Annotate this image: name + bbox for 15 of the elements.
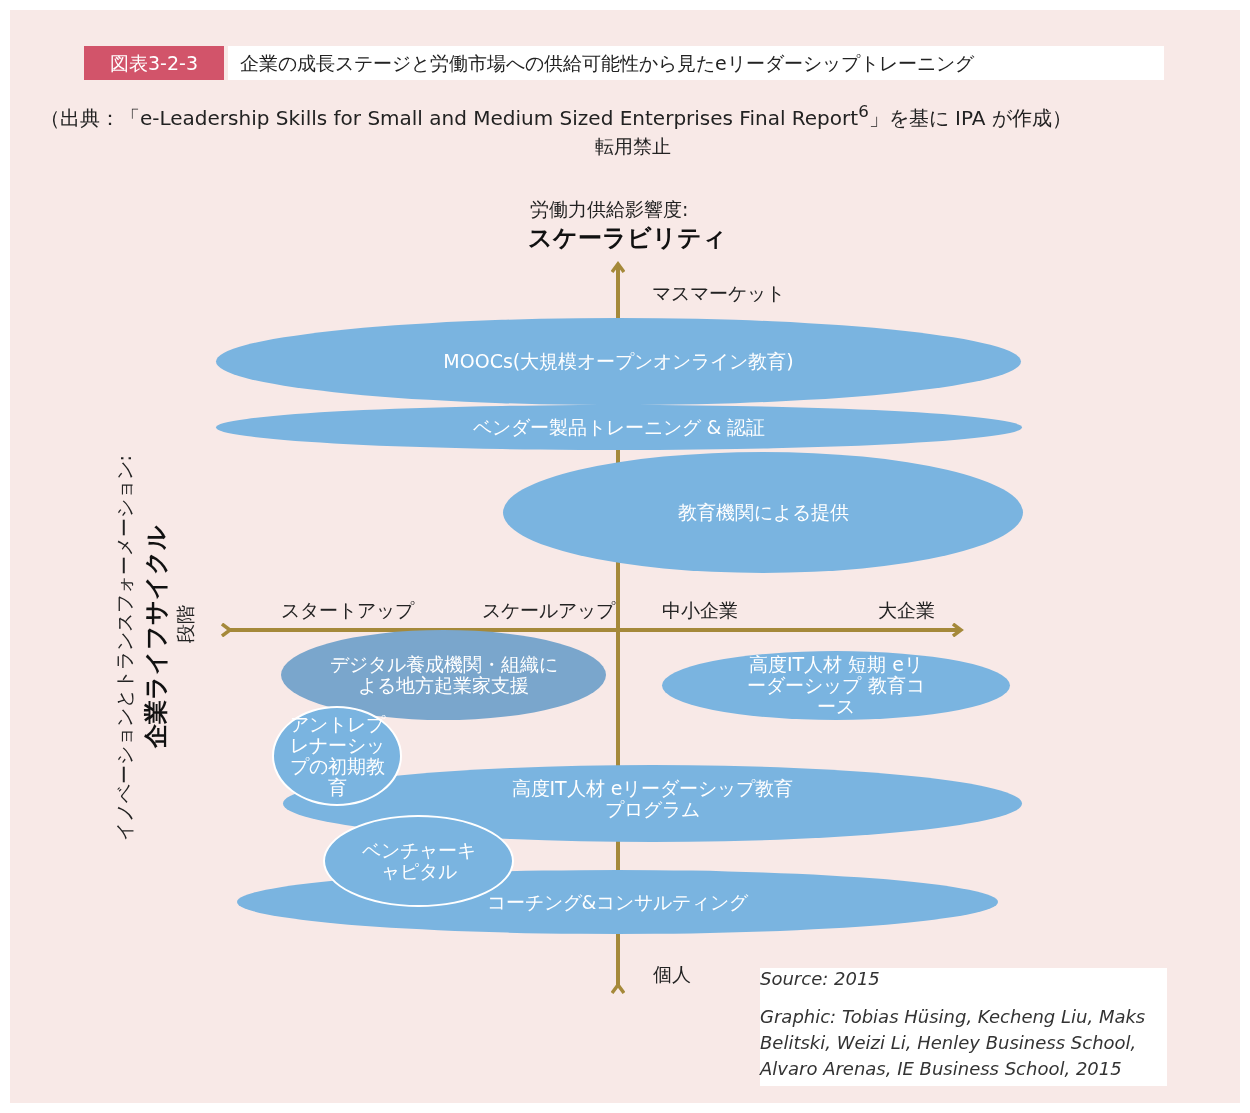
title-text: 企業の成長ステージと労働市場への供給可能性から見たeリーダーシップトレーニング [228, 46, 1164, 80]
axis-label: スタートアップ [281, 598, 414, 623]
axis-title: 労働力供給影響度: [530, 197, 689, 222]
axis-title: イノベーションとトランスフォーメーション: [112, 455, 136, 842]
axis-label: 中小企業 [662, 598, 738, 623]
figure-number-badge: 図表3-2-3 [84, 46, 224, 80]
citation-text: （出典：「e-Leadership Skills for Small and Medium Sized Enterprises Final Report$^{6}$」を基に IPA が作成） [40, 102, 1072, 132]
axis-label: スケールアップ [482, 598, 615, 623]
axis-title: 企業ライフサイクル [141, 525, 171, 748]
axis-title: 段階 [173, 605, 197, 643]
axis-label: マスマーケット [652, 281, 785, 306]
axis-title: スケーラビリティ [528, 223, 727, 254]
note-text: 転用禁止 [595, 134, 671, 159]
axis-label: 個人 [653, 962, 691, 987]
axis-label: 大企業 [878, 598, 935, 623]
